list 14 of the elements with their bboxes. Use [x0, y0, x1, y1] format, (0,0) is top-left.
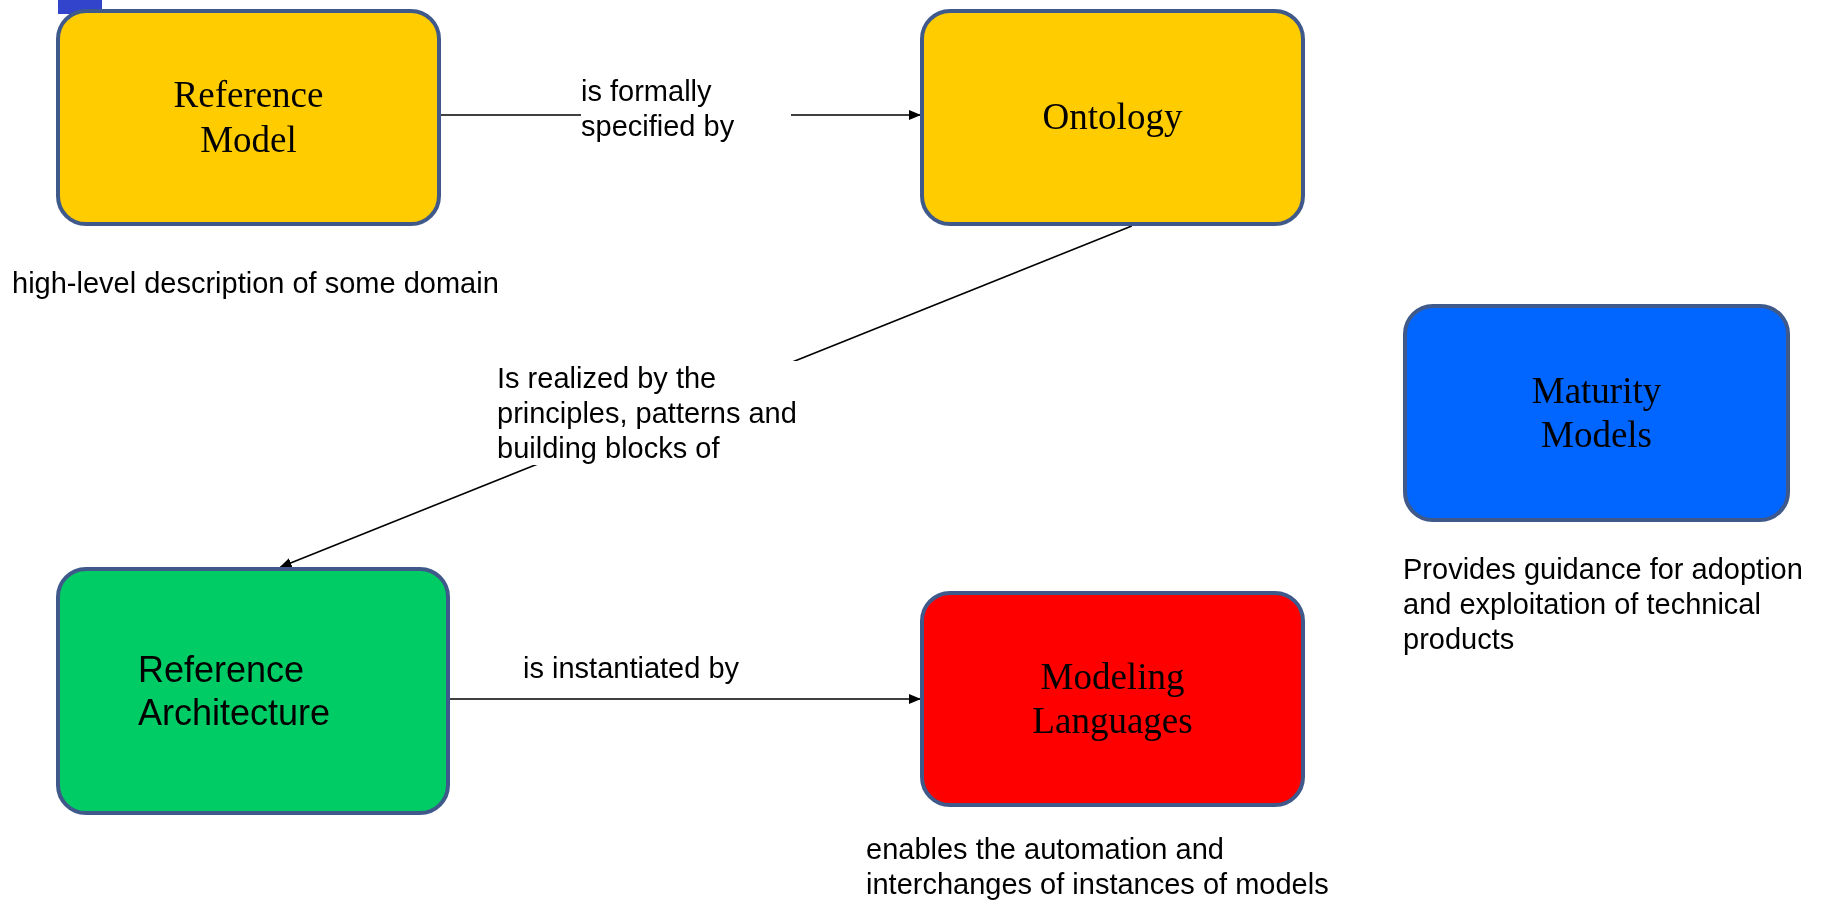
- concept-box: [56, 9, 441, 226]
- node-label: Reference Model: [172, 73, 325, 162]
- arrow: [449, 694, 921, 704]
- annotation-text: Provides guidance for adoption and exploitation of technical products: [1403, 552, 1803, 657]
- node-label: Ontology: [1042, 95, 1183, 140]
- node-label: Reference Architecture: [138, 647, 332, 735]
- concept-box: [1403, 304, 1790, 522]
- node-label: Modeling Languages: [1031, 654, 1194, 743]
- node-label: Maturity Models: [1530, 368, 1663, 457]
- concept-box: [920, 9, 1305, 226]
- annotation-text: enables the automation and interchanges of instances of models: [866, 832, 1330, 902]
- concept-box: [56, 567, 450, 815]
- annotation-text: high-level description of some domain: [12, 266, 500, 301]
- concept-box: [920, 591, 1305, 807]
